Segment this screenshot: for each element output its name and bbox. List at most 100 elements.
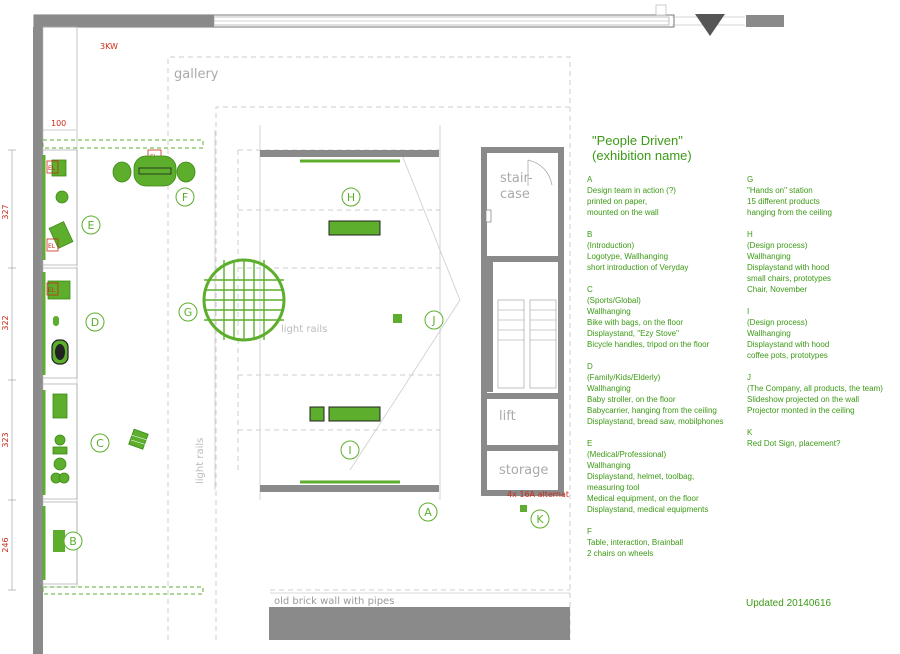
zone-marker-f: F — [175, 187, 195, 207]
zone-marker-e: E — [81, 215, 101, 235]
dimension-323: 323 — [1, 432, 10, 447]
power-note: 4x 16A alternat — [507, 490, 569, 499]
legend-right-column: G "Hands on" station 15 different products… — [747, 174, 897, 460]
brick-wall-label: old brick wall with pipes — [274, 596, 394, 607]
entrance-arrow-icon — [695, 14, 725, 36]
legend-line: Wallhanging — [747, 329, 791, 338]
zone-marker-d: D — [85, 312, 105, 332]
el-label-1: EL — [48, 165, 56, 172]
legend-line: measuring tool — [587, 483, 640, 492]
legend-group-g: G "Hands on" station 15 different products… — [747, 174, 897, 218]
zone-e-objects — [47, 159, 74, 300]
legend-line: Wallhanging — [747, 252, 791, 261]
exhibition-title: "People Driven" (exhibition name) — [592, 133, 692, 163]
brick-wall — [269, 592, 570, 640]
legend-line: short introduction of Veryday — [587, 263, 689, 272]
svg-text:F: F — [182, 191, 188, 204]
dimension-246: 246 — [1, 537, 10, 552]
legend-line: Baby stroller, on the floor — [587, 395, 676, 404]
zone-marker-i: I — [340, 440, 360, 460]
legend-line: Red Dot Sign, placement? — [747, 439, 841, 448]
legend-line: mounted on the wall — [587, 208, 659, 217]
light-rail-lines — [214, 125, 461, 500]
legend-letter: I — [747, 307, 750, 316]
legend-line: Slideshow projected on the wall — [747, 395, 860, 404]
top-wall — [33, 4, 784, 28]
legend-line: coffee pots, prototypes — [747, 351, 828, 360]
lift-label: lift — [499, 409, 516, 424]
projector — [393, 314, 402, 323]
svg-text:I: I — [348, 444, 351, 457]
legend-line: Babycarrier, hanging from the ceiling — [587, 406, 717, 415]
red-dot-sign — [520, 505, 527, 512]
legend-line: (Design process) — [747, 318, 808, 327]
legend-line: 15 different products — [747, 197, 820, 206]
legend-line: (Introduction) — [587, 241, 635, 250]
svg-text:D: D — [91, 316, 99, 329]
exhibition-title-line2: (exhibition name) — [592, 148, 692, 163]
center-walls — [260, 150, 439, 492]
legend-line: hanging from the ceiling — [747, 208, 832, 217]
zone-d-objects — [51, 316, 69, 365]
svg-text:E: E — [88, 219, 95, 232]
legend-line: "Hands on" station — [747, 186, 813, 195]
zone-marker-k: K — [530, 509, 550, 529]
zone-c-objects — [50, 393, 149, 484]
svg-text:J: J — [431, 314, 435, 327]
legend-letter: D — [587, 362, 593, 371]
power-3kw: 3KW — [100, 42, 118, 51]
legend-group-k: K Red Dot Sign, placement? — [747, 427, 897, 449]
dashed-guides — [167, 56, 571, 640]
zone-marker-c: C — [90, 433, 110, 453]
svg-text:C: C — [96, 437, 104, 450]
zone-marker-g: G — [178, 302, 198, 322]
legend-line: 2 chairs on wheels — [587, 549, 654, 558]
dimension-lines — [8, 129, 76, 591]
legend-letter: F — [587, 527, 592, 536]
zone-marker-j: J — [424, 310, 444, 330]
legend-line: (Sports/Global) — [587, 296, 641, 305]
core-block — [481, 147, 564, 496]
legend-group-j: J(The Company, all products, the team)Sl… — [747, 372, 897, 416]
legend-letter: G — [747, 175, 754, 184]
legend-letter: H — [747, 230, 753, 239]
svg-text:A: A — [424, 506, 432, 519]
gallery-label: gallery — [174, 67, 219, 82]
storage-label: storage — [499, 463, 548, 478]
legend-line: Wallhanging — [587, 307, 631, 316]
legend-line: Medical equipment, on the floor — [587, 494, 699, 503]
legend-line: (The Company, all products, the team) — [747, 384, 883, 393]
zone-c-stove — [130, 434, 148, 446]
legend-line: Chair, November — [747, 285, 808, 294]
legend-line: Displaystand with hood — [747, 263, 830, 272]
zone-f-table — [112, 155, 196, 187]
el-label-3: EL — [48, 287, 56, 294]
legend-letter: C — [587, 285, 593, 294]
zone-marker-b: B — [63, 531, 83, 551]
legend-letter: K — [747, 428, 753, 437]
dimension-327: 327 — [1, 204, 10, 219]
hands-on-station — [202, 258, 286, 342]
svg-text:G: G — [184, 306, 193, 319]
legend-line: (Design process) — [747, 241, 808, 250]
exhibition-title-line1: "People Driven" — [592, 133, 683, 148]
brainball-bar — [138, 167, 172, 175]
legend-line: Displaystand, "Ezy Stove" — [587, 329, 679, 338]
el-label-2: EL — [48, 243, 56, 250]
svg-text:K: K — [536, 513, 544, 526]
staircase-label-2: case — [500, 187, 530, 202]
displaystands — [309, 220, 381, 422]
legend-line: Table, interaction, Brainball — [587, 538, 684, 547]
zone-marker-a: A — [418, 502, 438, 522]
legend-line: small chairs, prototypes — [747, 274, 832, 283]
staircase-label-1: stair- — [500, 171, 533, 186]
legend-line: (Medical/Professional) — [587, 450, 667, 459]
svg-text:B: B — [69, 535, 77, 548]
legend-line: Projector monted in the ceiling — [747, 406, 855, 415]
